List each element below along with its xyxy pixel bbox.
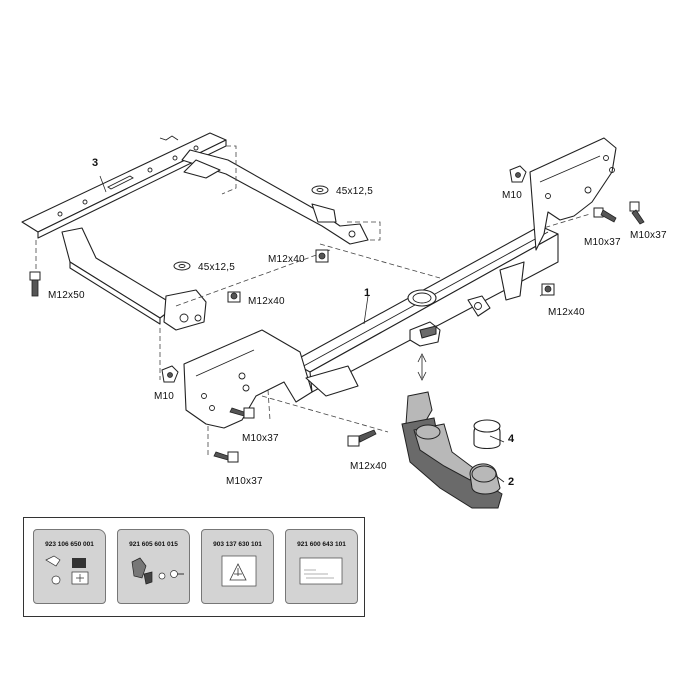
kit-code: 903 137 630 101 — [213, 541, 262, 548]
label-washer-right: 45x12,5 — [336, 186, 373, 197]
type-plate-icon — [299, 557, 343, 585]
fastener-set — [29, 165, 645, 463]
label-m10-left: M10 — [154, 391, 174, 402]
nut-m12x40-left-icon — [227, 291, 241, 303]
kit-card-2: 921 605 601 015 — [117, 529, 190, 604]
bolt-m12x50-icon — [29, 271, 41, 297]
main-crossbar — [183, 137, 617, 429]
label-m10x37-right-b: M10x37 — [630, 230, 667, 241]
label-m10x37-right-a: M10x37 — [584, 237, 621, 248]
kit-contents-panel: 923 106 650 001 921 605 601 015 903 137 … — [23, 517, 365, 617]
mounting-bracket-assembly — [21, 132, 369, 331]
kit-card-3: 903 137 630 101 — [201, 529, 274, 604]
label-m12x50: M12x50 — [48, 290, 85, 301]
nut-m10-left-icon — [161, 365, 179, 383]
label-m12x40-right: M12x40 — [548, 307, 585, 318]
label-m12x40-left: M12x40 — [248, 296, 285, 307]
bolt-m12x40-bottom-icon — [347, 429, 377, 447]
nut-m10-right-icon — [509, 165, 527, 183]
hardware-pack-icon — [131, 557, 184, 585]
bolt-m10x37-right-b-icon — [629, 201, 645, 225]
leader-lines — [99, 175, 505, 483]
label-m12x40-bottom: M12x40 — [350, 461, 387, 472]
label-m10x37-left-a: M10x37 — [242, 433, 279, 444]
kit-code: 923 106 650 001 — [45, 541, 94, 548]
kit-card-4: 921 600 643 101 — [285, 529, 358, 604]
label-m12x40-mid: M12x40 — [268, 254, 305, 265]
label-m10x37-left-b: M10x37 — [226, 476, 263, 487]
washer-right-icon — [311, 185, 329, 195]
callout-labels: 3 1 4 2 45x12,5 45x12,5 M12x50 M12x40 M1… — [48, 157, 667, 488]
tow-ball-assembly — [401, 353, 503, 509]
warning-label-icon — [221, 555, 257, 587]
kit-code: 921 600 643 101 — [297, 541, 346, 548]
label-m10-right: M10 — [502, 190, 522, 201]
instruction-booklet-icon — [45, 555, 89, 585]
callout-3: 3 — [92, 157, 98, 169]
bolt-m10x37-left-a-icon — [229, 407, 255, 419]
bolt-m10x37-left-b-icon — [213, 451, 239, 463]
bolt-m10x37-right-a-icon — [593, 207, 617, 223]
nut-m12x40-right-icon — [541, 283, 555, 296]
label-washer-left: 45x12,5 — [198, 262, 235, 273]
washer-left-icon — [173, 261, 191, 271]
kit-card-1: 923 106 650 001 — [33, 529, 106, 604]
callout-4: 4 — [508, 433, 515, 445]
nut-m12x40-mid-icon — [315, 249, 329, 263]
callout-1: 1 — [364, 287, 370, 299]
kit-code: 921 605 601 015 — [129, 541, 178, 548]
callout-2: 2 — [508, 476, 514, 488]
